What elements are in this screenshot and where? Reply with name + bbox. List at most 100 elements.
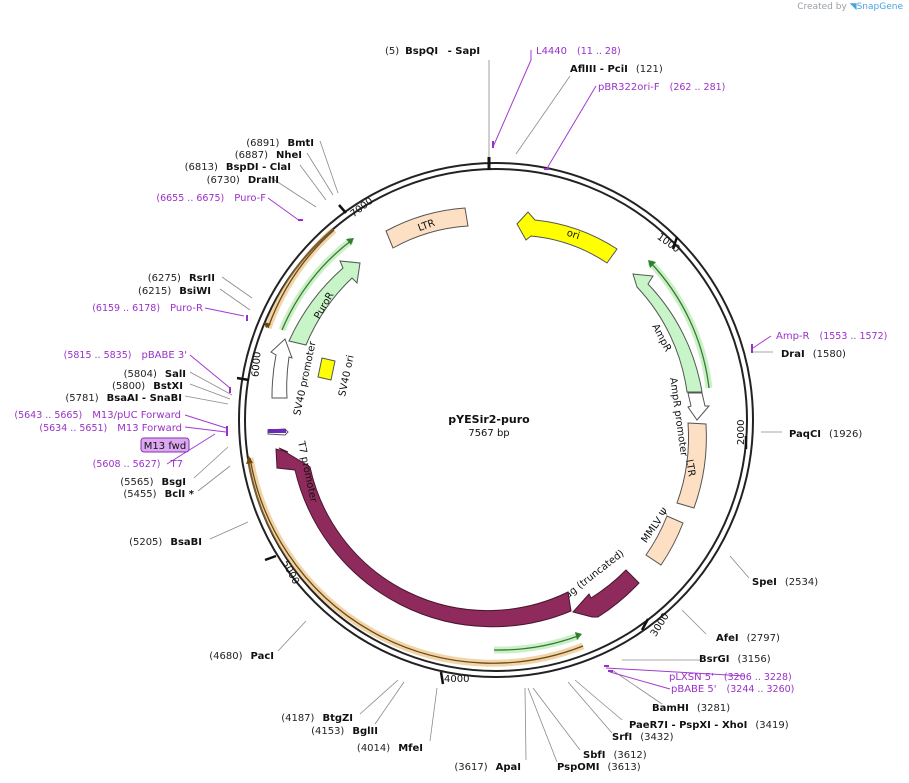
site-draiii-pos: (6730) (207, 175, 240, 186)
site-draiii-name: DraIII (248, 175, 279, 186)
primer-m13-forward: (5634 .. 5651)M13 Forward (39, 423, 182, 434)
site-bsrgi: BsrGI(3156) (699, 654, 771, 665)
site-bamhi-pos: (3281) (697, 703, 730, 714)
site-bspdi-name: BspDI (226, 162, 259, 173)
site-drai-name: DraI (781, 349, 805, 360)
feature-sv40-promoter (270, 338, 293, 399)
primer-m13-forward-name: M13 Forward (117, 423, 182, 434)
site-bspqi: (5)BspQI - SapI (385, 46, 480, 57)
orf-arcs (246, 227, 713, 667)
site-drai-pos: (1580) (813, 349, 846, 360)
primer-puro-f-range: (6655 .. 6675) (156, 193, 224, 204)
site-bsiwi-pos: (6215) (138, 286, 171, 297)
site-bamhi: BamHI (3281) (652, 703, 730, 714)
orf-arc-sirt1-inner (493, 632, 580, 654)
site-pspomi-pos: (3613) (607, 762, 640, 773)
primer-pbr322ori-f-range: (262 .. 281) (670, 82, 726, 93)
site-labels: (5)BspQI - SapI AflIII - PciI(121) DraI(… (385, 46, 862, 773)
primer-m13-puc-forward: (5643 .. 5665) M13/pUC Forward (14, 410, 181, 421)
primer-puro-r-range: (6159 .. 6178) (92, 303, 160, 314)
site-bsaai-name: BsaAI (107, 393, 139, 404)
site-bglii: (4153) BglII (311, 726, 378, 737)
plasmid-length: 7567 bp (468, 428, 509, 439)
site-leader-lines (184, 60, 782, 763)
orf-arrow-amp (648, 260, 656, 268)
site-mfei-pos: (4014) (357, 743, 390, 754)
tick-label-7000: 7000 (349, 196, 376, 220)
site-bspqi-pos: (5) (385, 46, 399, 57)
site-spei: SpeI(2534) (752, 577, 818, 588)
site-sali-name: SalI (165, 369, 186, 380)
site-paci-name: PacI (251, 651, 274, 662)
primer-pbabe5: pBABE 5'(3244 .. 3260) (671, 684, 794, 695)
site-bsrgi-pos: (3156) (737, 654, 770, 665)
site-afei: AfeI(2797) (716, 633, 780, 644)
site-afei-pos: (2797) (747, 633, 780, 644)
site-rsrii-pos: (6275) (148, 273, 181, 284)
site-bmti: (6891)BmtI (246, 138, 314, 149)
site-bsgi-name: BsgI (162, 477, 186, 488)
tick-label-1000: 1000 (655, 231, 682, 255)
site-afliii: AflIII - PciI(121) (570, 64, 663, 75)
backbone-inner-circle (244, 168, 748, 672)
site-mfei-name: MfeI (398, 743, 423, 754)
primer-t7-range: (5608 .. 5627) (93, 459, 161, 470)
site-pspxi-name: PspXI (679, 720, 711, 731)
feature-gag-truncated (572, 569, 640, 618)
site-bspqi-name: BspQI (405, 46, 438, 57)
primer-amp-r-range: (1553 .. 1572) (820, 331, 888, 342)
primer-labels: L4440(11 .. 28) pBR322ori-F(262 .. 281) … (14, 46, 887, 695)
feature-ori (516, 211, 618, 264)
feature-label-ampr-promoter: AmpR promoter (667, 377, 689, 458)
primer-m13-puc-forward-range: (5643 .. 5665) (14, 410, 82, 421)
site-spei-name: SpeI (752, 577, 777, 588)
primer-puro-r: (6159 .. 6178) Puro-R (92, 303, 203, 314)
site-paci-pos: (4680) (209, 651, 242, 662)
orf-line-sirt1-inner (493, 635, 579, 651)
orf-line-puro-inner (281, 239, 353, 331)
site-srfi: SrfI (3432) (612, 732, 674, 743)
site-bstxi-pos: (5800) (112, 381, 145, 392)
m13-fwd-primer-bar (268, 429, 286, 433)
site-apai: (3617)ApaI (454, 762, 521, 773)
site-paer7i-pos: (3419) (755, 720, 788, 731)
site-srfi-name: SrfI (612, 732, 632, 743)
site-paqci: PaqCI(1926) (789, 429, 862, 440)
site-paqci-pos: (1926) (829, 429, 862, 440)
orf-line-puro-outer (267, 229, 335, 329)
primer-puro-r-name: Puro-R (170, 303, 203, 314)
feature-puror (288, 260, 361, 346)
orf-line-sirt1-outer (249, 457, 584, 664)
feature-label-ori: ori (565, 228, 581, 242)
primer-puro-f: (6655 .. 6675)Puro-F (156, 193, 266, 204)
primer-plxsn5-name: pLXSN 5' (669, 672, 714, 683)
site-bcli-pos: (5455) (123, 489, 156, 500)
site-bamhi-name: BamHI (652, 703, 689, 714)
tick-label-4000: 4000 (444, 674, 469, 685)
site-bcli-name: BclI * (165, 489, 195, 500)
site-bsgi: (5565)BsgI (120, 477, 186, 488)
tick-marks (236, 204, 748, 685)
primer-pbabe3-range: (5815 .. 5835) (64, 350, 132, 361)
site-paer7i: PaeR7I - PspXI - XhoI(3419) (629, 720, 789, 731)
site-sbfi-pos: (3612) (613, 750, 646, 761)
site-bsabi: (5205)BsaBI (129, 537, 202, 548)
site-sbfi: SbfI(3612) (583, 750, 647, 761)
orf-line-amp (649, 261, 710, 389)
primer-plxsn5: pLXSN 5'(3206 .. 3228) (669, 672, 792, 683)
site-drai: DraI (1580) (781, 349, 846, 360)
backbone-outer-circle (238, 162, 754, 678)
primer-m13-puc-forward-name: M13/pUC Forward (92, 410, 181, 421)
site-bglii-name: BglII (352, 726, 378, 737)
primer-pbabe3: (5815 .. 5835)pBABE 3' (64, 350, 187, 361)
site-bsaai-pos: (5781) (65, 393, 98, 404)
site-xhoi-name: XhoI (722, 720, 747, 731)
site-bglii-pos: (4153) (311, 726, 344, 737)
primer-pbr322ori-f-name: pBR322ori-F (598, 82, 660, 93)
site-sali: (5804)SalI (124, 369, 186, 380)
site-sapi-name: SapI (455, 46, 480, 57)
primer-pbabe5-range: (3244 .. 3260) (727, 684, 795, 695)
site-srfi-pos: (3432) (640, 732, 673, 743)
m13-fwd-box[interactable]: M13 fwd (140, 437, 190, 453)
